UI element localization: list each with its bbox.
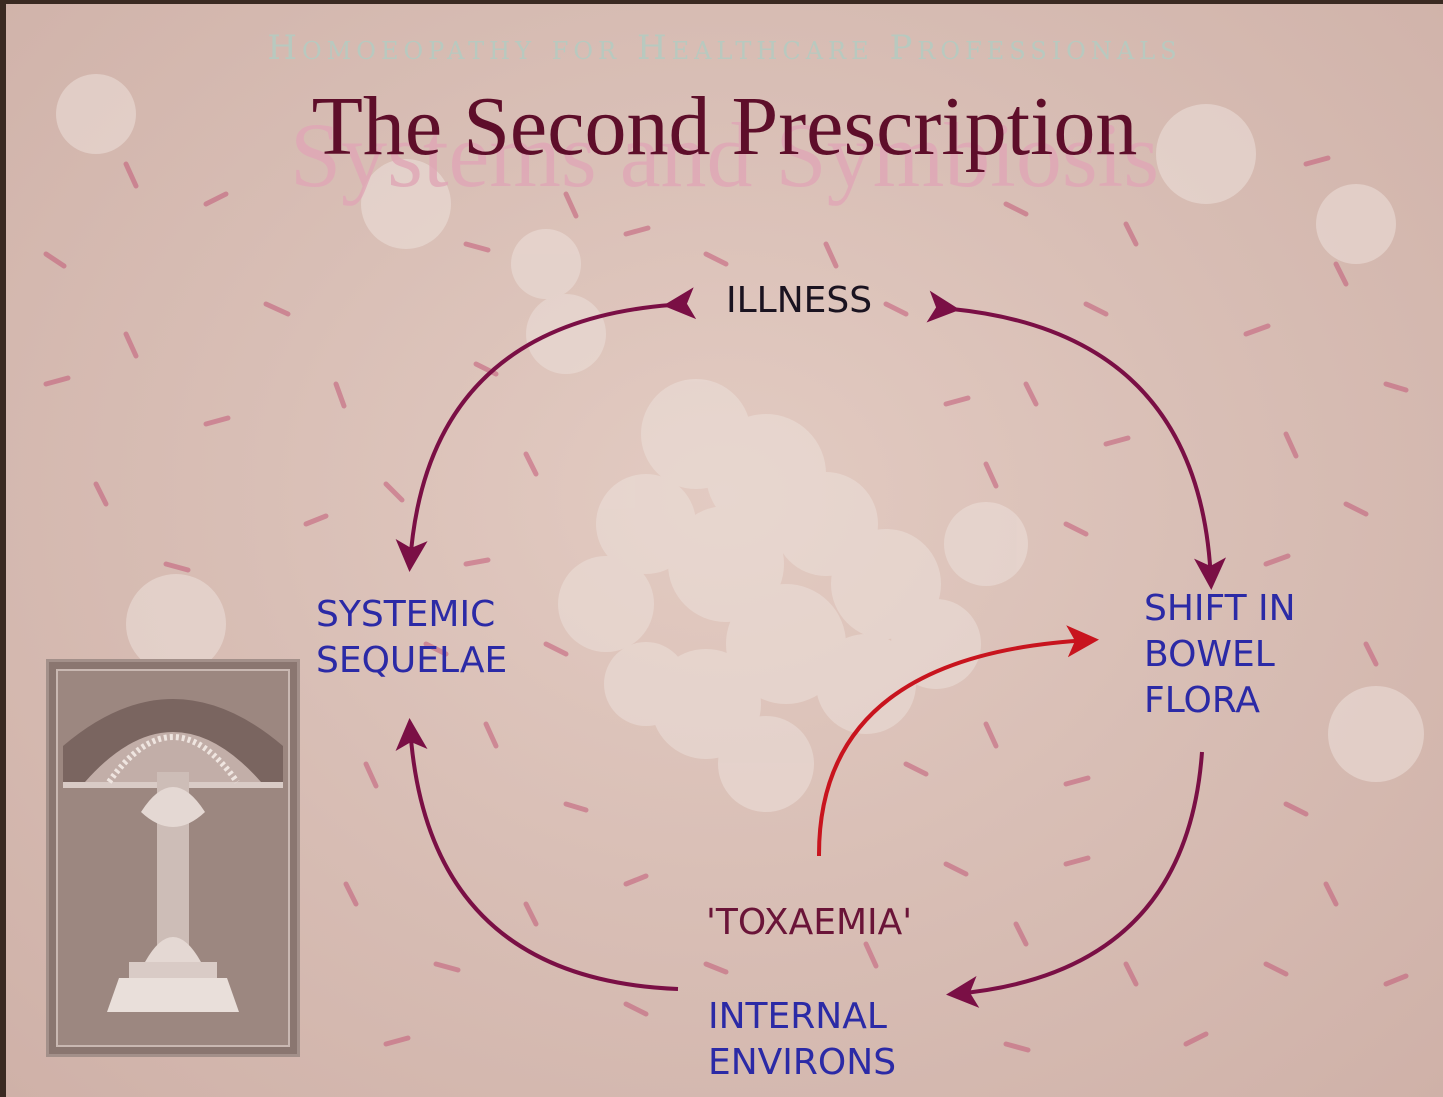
node-internal-environs: INTERNAL ENVIRONS xyxy=(708,994,896,1086)
node-illness: ILLNESS xyxy=(726,278,872,324)
arrow-shift-to-internal xyxy=(954,752,1202,994)
arrow-toxaemia-to-shift xyxy=(819,640,1091,856)
arrow-illness-to-shift xyxy=(952,309,1211,582)
slide: Systems and Symbiosis Homoeopathy for He… xyxy=(6,4,1443,1097)
arrow-illness-to-systemic xyxy=(410,305,671,564)
arrow-internal-to-systemic xyxy=(410,726,678,989)
node-shift-in-bowel-flora: SHIFT IN BOWEL FLORA xyxy=(1144,586,1296,724)
node-toxaemia: 'TOXAEMIA' xyxy=(706,900,912,946)
tree-of-life-logo-icon xyxy=(46,659,300,1057)
node-systemic-sequelae: SYSTEMIC SEQUELAE xyxy=(316,592,507,684)
